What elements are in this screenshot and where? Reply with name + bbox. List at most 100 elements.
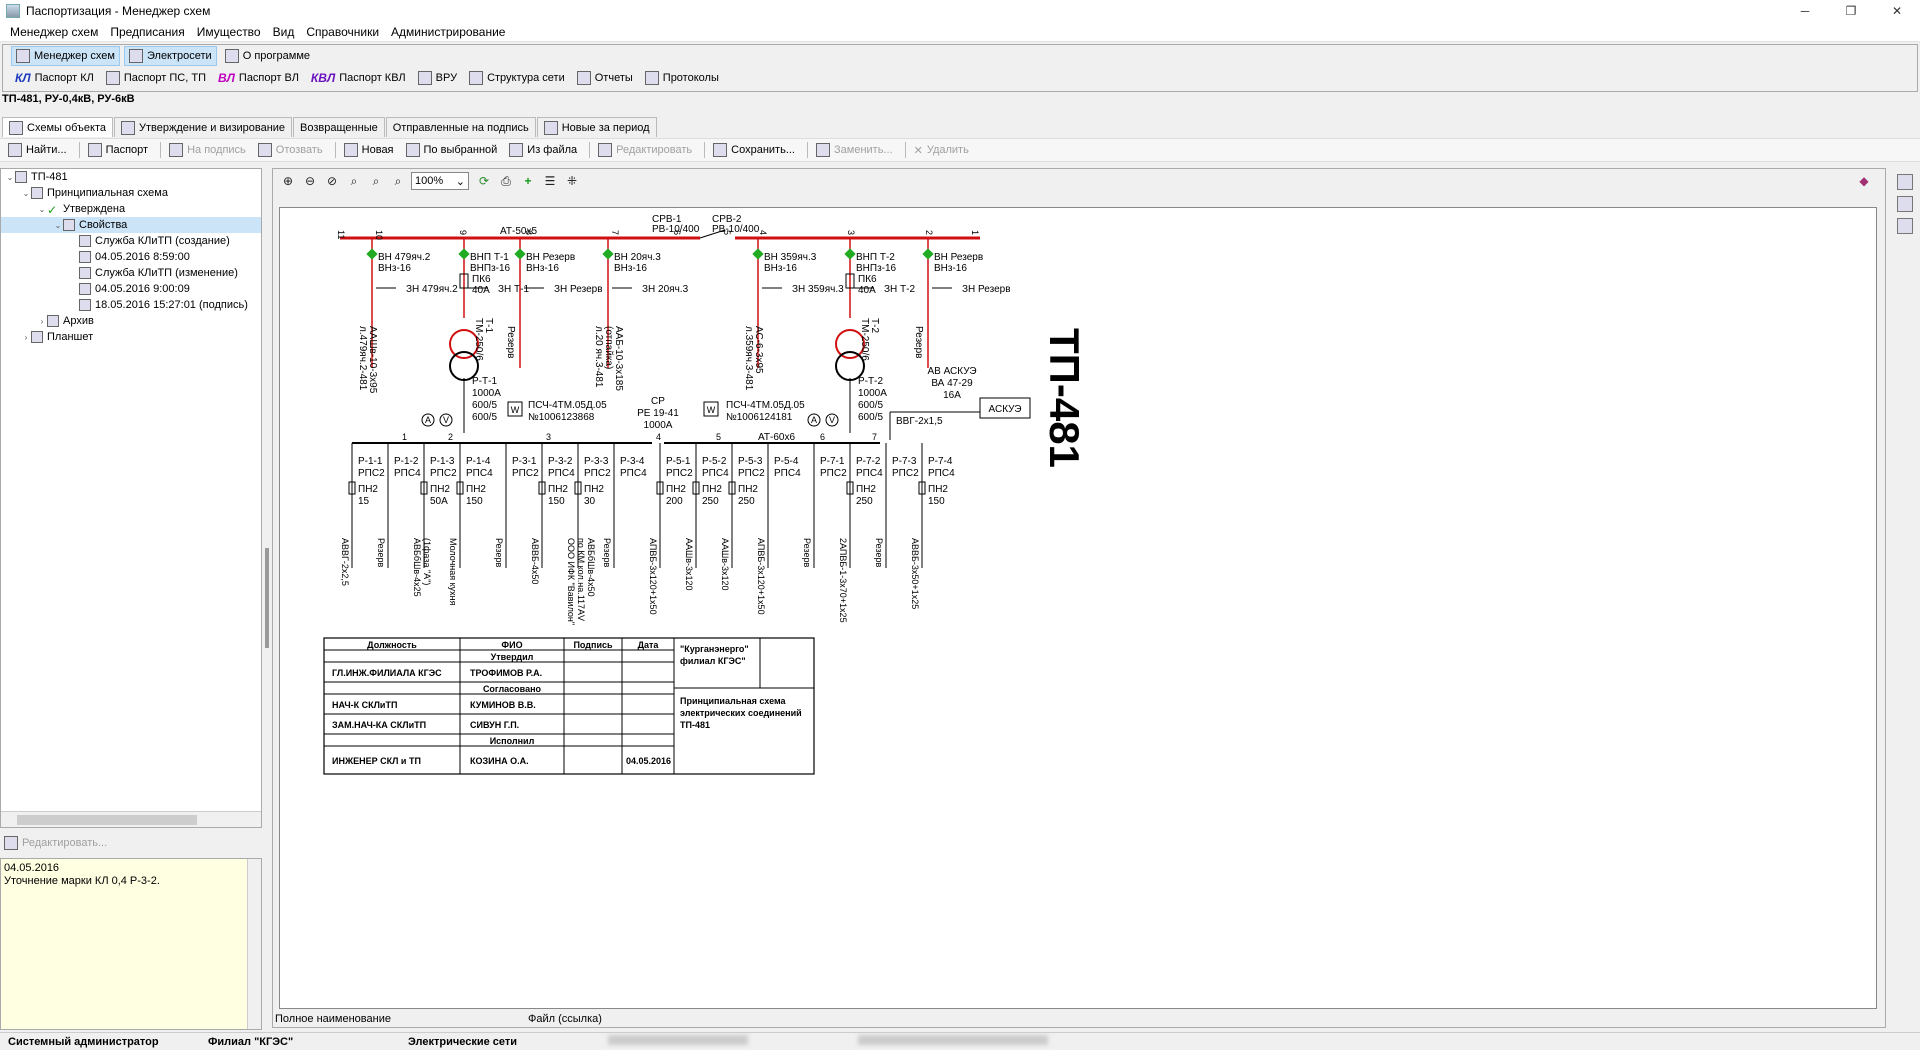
passport-button[interactable]: Паспорт xyxy=(84,140,153,160)
send-for-signature-button[interactable]: На подпись xyxy=(165,140,250,160)
tree-node[interactable]: Служба КЛиТП (создание) xyxy=(1,233,261,249)
recall-button[interactable]: Отозвать xyxy=(254,140,327,160)
passport-ps-tp-button[interactable]: Паспорт ПС, ТП xyxy=(102,68,210,88)
note-panel[interactable]: 04.05.2016 Уточнение марки КЛ 0,4 Р-3-2. xyxy=(0,858,262,1030)
transformer-label: ТМ-250/6 xyxy=(473,318,484,361)
search-icon[interactable] xyxy=(1897,174,1913,190)
vru-button[interactable]: ВРУ xyxy=(414,68,461,88)
network-structure-button[interactable]: Структура сети xyxy=(465,68,569,88)
tree-expander-icon[interactable]: › xyxy=(40,316,44,326)
menu-references[interactable]: Справочники xyxy=(306,24,380,39)
print-icon[interactable]: ⎙ xyxy=(501,173,511,188)
outgoing-fuse-rating: 200 xyxy=(666,496,683,507)
by-selected-button[interactable]: По выбранной xyxy=(402,140,502,160)
select-tool-icon[interactable]: ⁜ xyxy=(566,174,578,188)
tree-expander-icon[interactable]: ⌄ xyxy=(54,220,62,230)
splitter-grip[interactable] xyxy=(265,548,269,648)
tree-node[interactable]: ⌄Принципиальная схема xyxy=(1,185,261,201)
stamp-name: КУМИНОВ В.В. xyxy=(470,700,536,710)
reports-button[interactable]: Отчеты xyxy=(573,68,637,88)
tab-approval[interactable]: Утверждение и визирование xyxy=(113,117,293,137)
tree-expander-icon[interactable]: ⌄ xyxy=(6,172,14,182)
meter2-number: №1006124181 xyxy=(726,412,793,423)
tree-node[interactable]: Служба КЛиТП (изменение) xyxy=(1,265,261,281)
switch-indicator xyxy=(844,248,856,260)
layers-icon[interactable]: ☰ xyxy=(544,174,556,188)
outgoing-fuse-type: ПН2 xyxy=(358,484,378,495)
tab-sent-for-signature[interactable]: Отправленные на подпись xyxy=(385,117,536,137)
delete-button[interactable]: ✕Удалить xyxy=(910,140,973,160)
maximize-button[interactable]: ❐ xyxy=(1845,4,1857,18)
tree-node[interactable]: ›Планшет xyxy=(1,329,261,345)
about-button[interactable]: О программе xyxy=(221,46,314,66)
main-toolbar: Менеджер схем Электросети О программе КЛ… xyxy=(2,44,1918,92)
tree-expander-icon[interactable]: ⌄ xyxy=(38,204,46,214)
tree-node[interactable]: ›Архив xyxy=(1,313,261,329)
link-icon[interactable] xyxy=(1897,218,1913,234)
from-file-button[interactable]: Из файла xyxy=(505,140,581,160)
menu-property[interactable]: Имущество xyxy=(196,24,261,39)
tree-expander-icon[interactable]: ⌄ xyxy=(22,188,30,198)
zoom-page-icon[interactable]: ⌕ xyxy=(372,173,380,188)
menu-administration[interactable]: Администрирование xyxy=(391,24,506,39)
tree-node[interactable]: ⌄✓Утверждена xyxy=(1,201,261,217)
earthing-label: ЗН Резерв xyxy=(962,284,1011,295)
menu-view[interactable]: Вид xyxy=(272,24,295,39)
add-icon[interactable]: + xyxy=(524,174,532,188)
zoom-width-icon[interactable]: ⌕ xyxy=(394,173,402,188)
tab-new-for-period[interactable]: Новые за период xyxy=(536,117,657,137)
tree-node[interactable]: 04.05.2016 8:59:00 xyxy=(1,249,261,265)
status-redacted-1 xyxy=(600,1035,850,1048)
tree-node[interactable]: ⌄ТП-481 xyxy=(1,169,261,185)
cell-number: 9 xyxy=(458,230,468,235)
new-button[interactable]: Новая xyxy=(340,140,398,160)
save-button[interactable]: Сохранить... xyxy=(709,140,799,160)
tab-object-schemes[interactable]: Схемы объекта xyxy=(2,117,113,137)
pane-splitter[interactable] xyxy=(264,168,270,1028)
edit-button[interactable]: Редактировать xyxy=(594,140,696,160)
zoom-fit-icon[interactable]: ⊘ xyxy=(326,174,338,188)
minimize-button[interactable]: ─ xyxy=(1800,4,1810,18)
zoom-select[interactable]: 100%⌄ xyxy=(411,172,469,190)
voltmeter-label: V xyxy=(443,415,449,425)
note-vertical-scrollbar[interactable] xyxy=(247,859,261,1029)
menu-prescriptions[interactable]: Предписания xyxy=(110,24,185,39)
tree-horizontal-scrollbar[interactable] xyxy=(1,811,261,827)
zoom-out-icon[interactable]: ⊖ xyxy=(304,174,316,188)
scheme-manager-button[interactable]: Менеджер схем xyxy=(11,46,120,66)
outgoing-name: Р-3-1 xyxy=(512,456,537,467)
scrollbar-thumb[interactable] xyxy=(17,815,197,825)
tree-node[interactable]: 18.05.2016 15:27:01 (подпись) xyxy=(1,297,261,313)
outgoing-switch: РПС4 xyxy=(928,468,955,479)
refresh-icon[interactable]: ⟳ xyxy=(478,174,490,188)
menu-bar: Менеджер схем Предписания Имущество Вид … xyxy=(0,22,1920,42)
zoom-window-icon[interactable]: ⌕ xyxy=(350,173,358,188)
tree-expander-icon[interactable]: › xyxy=(24,332,28,342)
feeder-name: ВНП Т-2 xyxy=(856,252,895,263)
zoom-in-icon[interactable]: ⊕ xyxy=(282,174,294,188)
power-grid-button[interactable]: Электросети xyxy=(123,46,217,66)
close-button[interactable]: ✕ xyxy=(1891,4,1903,18)
menu-scheme-manager[interactable]: Менеджер схем xyxy=(10,24,99,39)
sectional-switch xyxy=(699,229,726,239)
earthing-label: ЗН 20яч.3 xyxy=(642,284,689,295)
scheme-manager-icon xyxy=(16,49,30,63)
bookmark-icon[interactable]: ◆ xyxy=(1859,174,1869,188)
tree-node[interactable]: ⌄Свойства xyxy=(1,217,261,233)
note-edit-button[interactable]: Редактировать... xyxy=(22,837,108,849)
find-button[interactable]: Найти... xyxy=(4,140,71,160)
replace-button[interactable]: Заменить... xyxy=(812,140,897,160)
tab-returned[interactable]: Возвращенные xyxy=(293,117,385,137)
protocols-button[interactable]: Протоколы xyxy=(641,68,723,88)
object-tree-pane: ⌄ТП-481⌄Принципиальная схема⌄✓Утверждена… xyxy=(0,168,262,828)
properties-icon[interactable] xyxy=(1897,196,1913,212)
tree-node[interactable]: 04.05.2016 9:00:09 xyxy=(1,281,261,297)
outgoing-fuse xyxy=(456,481,464,495)
switch-indicator xyxy=(366,248,378,260)
title-bar: Паспортизация - Менеджер схем ─ ❐ ✕ xyxy=(0,0,1920,22)
outgoing-fuse xyxy=(728,481,736,495)
